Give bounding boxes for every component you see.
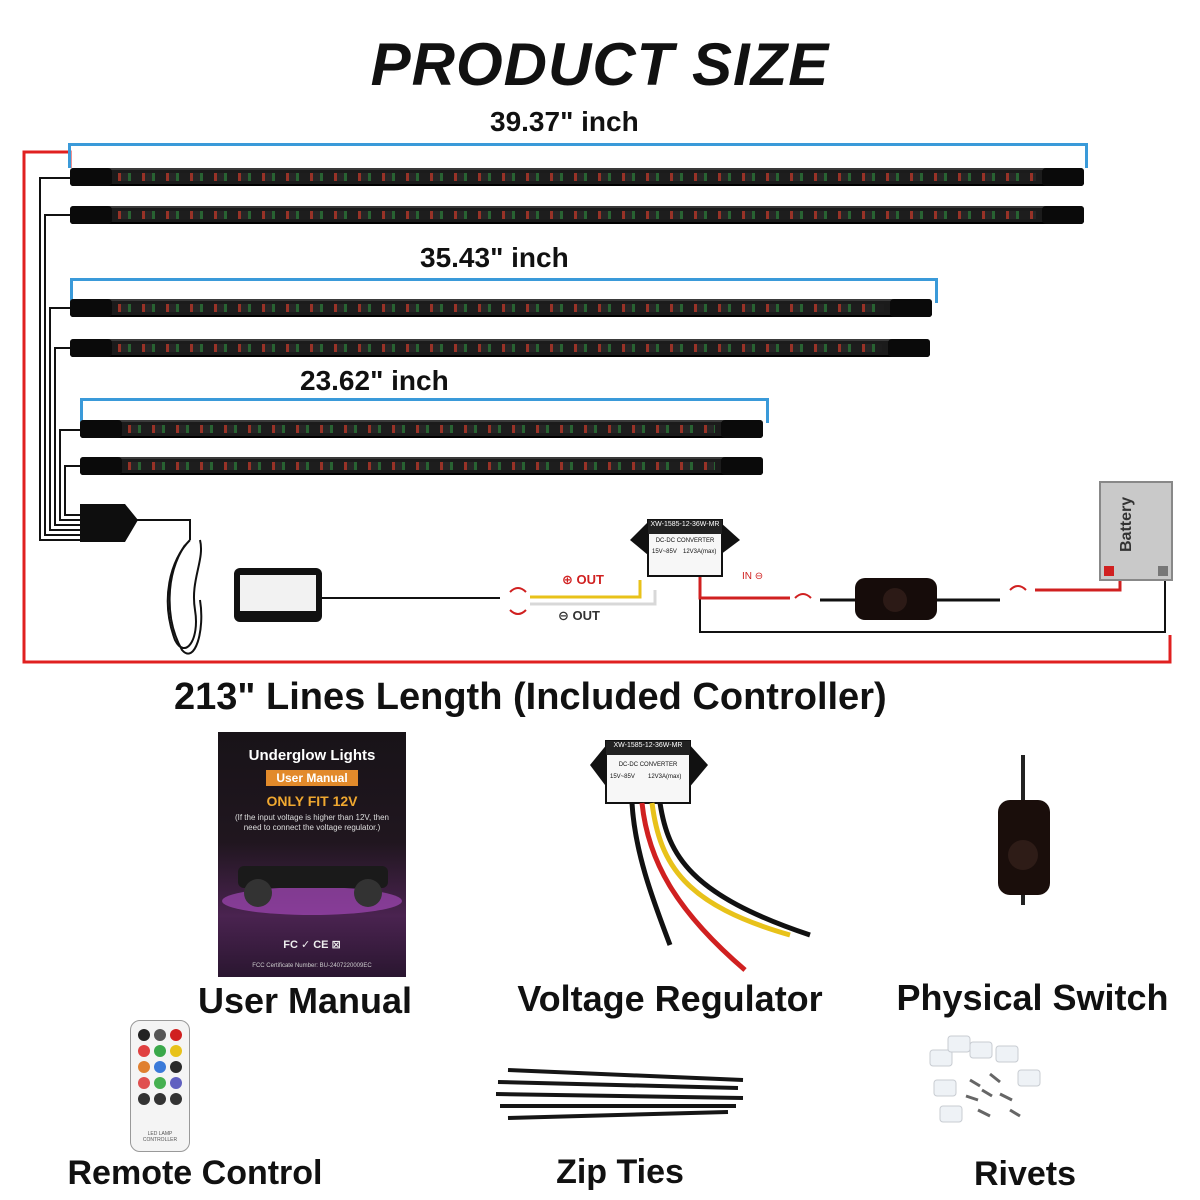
regulator-model: XW-1585-12-36W-MR — [613, 742, 683, 749]
converter-out: 12V3A(max) — [683, 549, 717, 555]
regulator-in: 15V~85V — [610, 774, 635, 780]
battery-label: Battery — [1118, 496, 1135, 552]
led-strip-long-1 — [70, 168, 1084, 186]
regulator-out: 12V3A(max) — [648, 774, 682, 780]
label-voltage-regulator: Voltage Regulator — [517, 978, 823, 1019]
dimension-long: 39.37" inch — [490, 106, 639, 137]
manual-note: (If the input voltage is higher than 12V… — [234, 813, 390, 832]
strip-hub-connector — [80, 504, 138, 542]
wiring-diagram — [22, 150, 1173, 664]
regulator-type: DC-DC CONVERTER — [618, 762, 678, 768]
manual-badge: User Manual — [266, 770, 358, 786]
connector-symbols — [509, 585, 1027, 615]
manual-heading: Underglow Lights — [248, 747, 376, 764]
manual-certifications: FC ✓ CE ⊠ — [283, 939, 341, 951]
strip-cable-bundle — [39, 177, 1166, 655]
vehicle-glow-image — [222, 866, 402, 915]
label-zip-ties: Zip Ties — [556, 1153, 684, 1191]
dimension-short: 23.62" inch — [300, 365, 449, 396]
converter-type: DC-DC CONVERTER — [655, 538, 715, 544]
converter-model: XW-1585-12-36W-MR — [650, 521, 720, 528]
led-strip-medium-1 — [70, 299, 932, 317]
physical-switch-image — [998, 755, 1050, 905]
user-manual-booklet: Underglow Lights User Manual ONLY FIT 12… — [218, 732, 406, 977]
remote-control-image: LED LAMP CONTROLLER — [130, 1020, 190, 1152]
bracket-long — [68, 143, 1088, 168]
battery-box — [1099, 481, 1173, 581]
remote-label: LED LAMP CONTROLLER — [142, 1131, 178, 1143]
bracket-medium — [70, 278, 938, 303]
led-strip-medium-2 — [70, 339, 930, 357]
label-remote-control: Remote Control — [67, 1154, 323, 1192]
manual-fit: ONLY FIT 12V — [266, 793, 358, 809]
bracket-short — [80, 398, 769, 423]
in-label: IN ⊖ — [742, 571, 764, 582]
manual-fcc: FCC Certificate Number: BU-2407220009EC — [252, 963, 372, 969]
label-rivets: Rivets — [973, 1155, 1077, 1193]
voltage-regulator-image — [590, 740, 811, 972]
page-title: PRODUCT SIZE — [370, 31, 830, 98]
converter-in: 15V~85V — [652, 549, 677, 555]
dimension-medium: 35.43" inch — [420, 242, 569, 273]
led-strip-long-2 — [70, 206, 1084, 224]
lines-length-caption: 213" Lines Length (Included Controller) — [174, 676, 887, 718]
zip-ties-image — [495, 1068, 744, 1120]
label-user-manual: User Manual — [197, 980, 413, 1021]
out-negative-label: ⊖ OUT — [558, 608, 600, 623]
out-positive-label: ⊕ OUT — [562, 572, 604, 587]
led-strip-short-2 — [80, 457, 763, 475]
rivets-image — [929, 1035, 1041, 1123]
label-physical-switch: Physical Switch — [896, 977, 1169, 1018]
led-strip-short-1 — [80, 420, 763, 438]
